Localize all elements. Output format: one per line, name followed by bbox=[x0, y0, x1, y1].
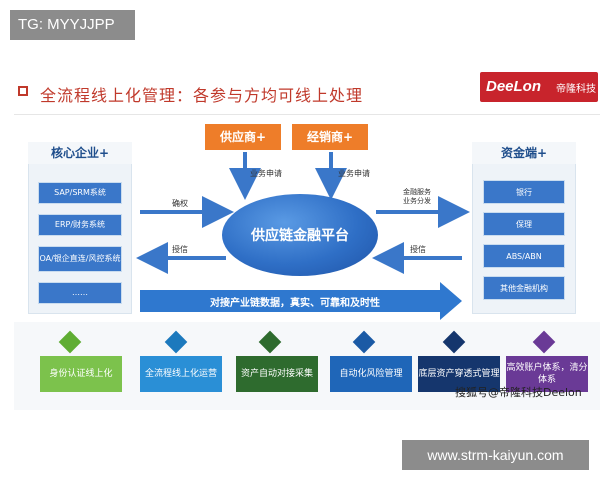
credit-right-label: 授信 bbox=[410, 245, 426, 254]
brand-logo: DeeLon 帝隆科技 bbox=[480, 72, 598, 102]
credit-left-label: 授信 bbox=[172, 245, 188, 254]
supplier-node: 供应商+ bbox=[205, 124, 281, 150]
finance-service-label: 金融服务 业务分发 bbox=[403, 188, 431, 205]
slide-title: 全流程线上化管理：各参与方均可线上处理 bbox=[40, 86, 364, 105]
feature-online-ops: 全流程线上化运营 bbox=[140, 356, 222, 392]
right-item-abs: ABS/ABN bbox=[483, 244, 565, 268]
source-watermark: 搜狐号@帝隆科技Deelon bbox=[455, 386, 582, 399]
supply-chain-finance-platform: 供应链金融平台 bbox=[222, 194, 378, 276]
feature-identity: 身份认证线上化 bbox=[40, 356, 122, 392]
logo-chinese: 帝隆科技 bbox=[556, 84, 596, 95]
data-banner-arrow bbox=[140, 282, 462, 320]
right-item-bank: 银行 bbox=[483, 180, 565, 204]
feature-asset-collection: 资产自动对接采集 bbox=[236, 356, 318, 392]
left-item-sap: SAP/SRM系统 bbox=[38, 182, 122, 204]
title-bullet-icon bbox=[18, 86, 28, 96]
channel-tag: TG: MYYJJPP bbox=[10, 10, 135, 40]
data-banner-label: 对接产业链数据，真实、可靠和及时性 bbox=[210, 298, 380, 309]
supplier-request-label: 业务申请 bbox=[250, 169, 282, 178]
left-item-erp: ERP/财务系统 bbox=[38, 214, 122, 236]
right-item-factoring: 保理 bbox=[483, 212, 565, 236]
left-item-more: …… bbox=[38, 282, 122, 304]
distributor-request-label: 业务申请 bbox=[338, 169, 370, 178]
left-item-oa: OA/银企直连/风控系统 bbox=[38, 246, 122, 272]
title-divider bbox=[14, 114, 600, 115]
feature-asset-penetration: 底层资产穿透式管理 bbox=[418, 356, 500, 392]
site-tag: www.strm-kaiyun.com bbox=[402, 440, 589, 470]
feature-account-system: 高效账户体系，清分体系 bbox=[506, 356, 588, 392]
core-enterprise-title: 核心企业+ bbox=[28, 142, 132, 164]
right-item-other: 其他金融机构 bbox=[483, 276, 565, 300]
confirm-label: 确权 bbox=[172, 199, 188, 208]
logo-wordmark: DeeLon bbox=[486, 78, 542, 95]
feature-risk-mgmt: 自动化风险管理 bbox=[330, 356, 412, 392]
funding-title: 资金端+ bbox=[472, 142, 576, 164]
distributor-node: 经销商+ bbox=[292, 124, 368, 150]
